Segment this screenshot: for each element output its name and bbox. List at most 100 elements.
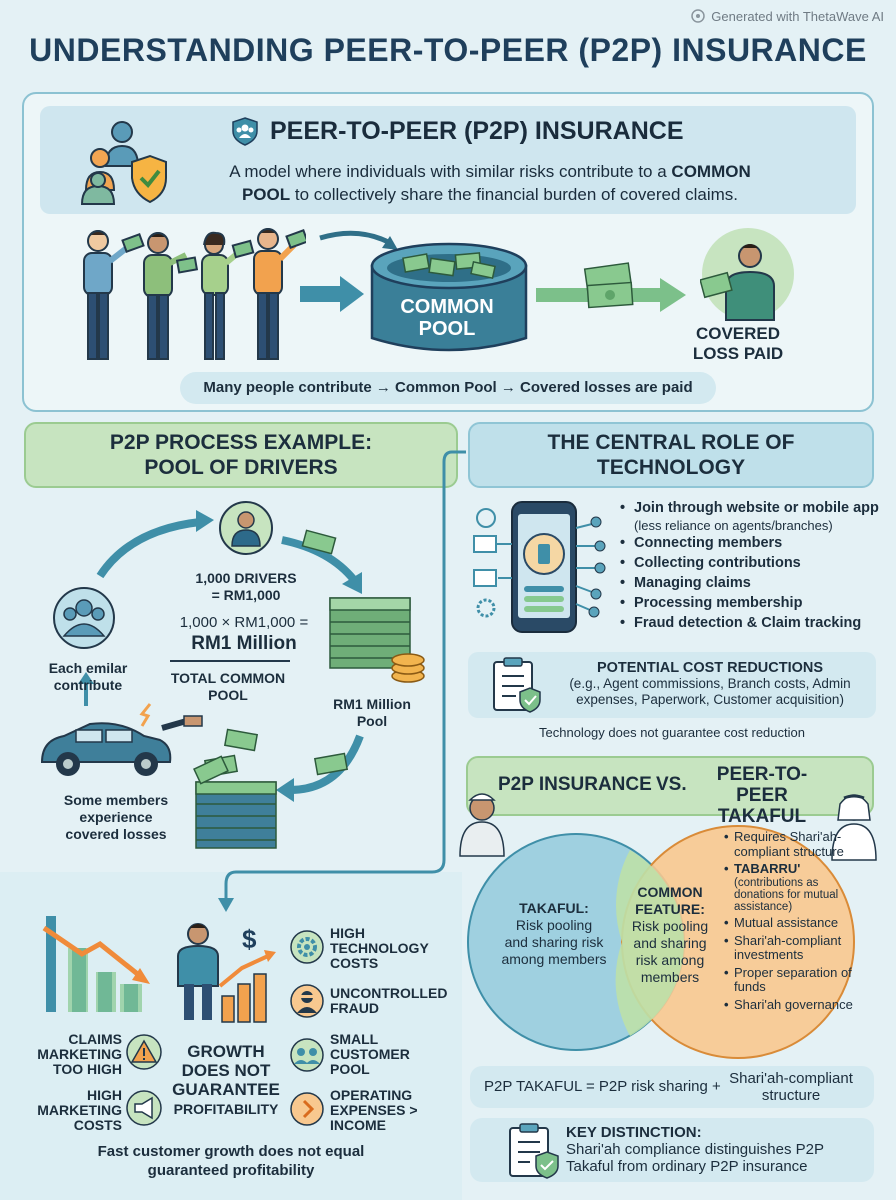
equation-left: P2P TAKAFUL = P2P risk sharing +: [484, 1078, 721, 1095]
process-heading: P2P PROCESS EXAMPLE: POOL OF DRIVERS: [24, 422, 458, 488]
tech-item-4: Processing membership: [634, 595, 803, 611]
definition-heading: PEER-TO-PEER (P2P) INSURANCE: [230, 116, 790, 146]
community-shield-icon: [80, 121, 167, 205]
takaful-feature: Shari'ah governance: [724, 997, 854, 1013]
group-shield-icon: [232, 117, 258, 146]
megaphone-icon: [126, 1090, 162, 1126]
each-contribute-label: Each emilar contribute: [38, 660, 138, 694]
tech-item: Connecting members: [620, 533, 890, 553]
cost-2: expenses, Paperwork, Customer acquisitio…: [576, 692, 844, 707]
pool-label-2: POOL: [418, 318, 476, 340]
tech-heading-2: TECHNOLOGY: [596, 456, 746, 479]
footer-1: Fast customer growth does not equal: [97, 1143, 365, 1160]
covered-1: COVERED: [695, 324, 781, 343]
small-1: SMALL: [330, 1031, 379, 1047]
tech-2: TECHNOLOGY: [330, 940, 429, 956]
contributors-illustration: [83, 228, 306, 360]
tech-heading-1: THE CENTRAL ROLE OF: [547, 431, 795, 454]
pool-label-1: COMMON: [400, 296, 494, 318]
million-value: RM1 Million: [191, 633, 297, 654]
expense-icon: [290, 1092, 324, 1126]
p2p-insurance-label: P2P INSURANCE: [498, 774, 652, 795]
watermark: Generated with ThetaWave AI: [690, 8, 884, 24]
definition-bold-common: COMMON: [671, 162, 751, 181]
takaful-feature: Mutual assistance: [724, 915, 854, 931]
tech-1: HIGH: [330, 925, 365, 941]
tech-item-5: Fraud detection & Claim tracking: [634, 615, 862, 631]
feature-2: Mutual assistance: [734, 915, 839, 930]
small-3: POOL: [330, 1061, 370, 1077]
process-cycle-illustration: [40, 501, 425, 849]
tech-note: Technology does not guarantee cost reduc…: [539, 725, 805, 740]
takaful-title: TAKAFUL:: [519, 900, 589, 916]
tech-3: COSTS: [330, 955, 379, 971]
growth-warning: GROWTH DOES NOT GUARANTEE PROFITABILITY: [170, 1042, 282, 1119]
mobile-network-icon: [473, 501, 606, 633]
feature-1-sub: (contributions as donations for mutual a…: [734, 876, 839, 913]
takaful-2: and sharing risk: [504, 934, 604, 950]
drivers-label: 1,000 DRIVERS = RM1,000: [166, 570, 326, 604]
claims-2: MARKETING: [37, 1046, 122, 1062]
some-3: covered losses: [65, 826, 167, 842]
common-3: Risk pooling: [631, 918, 709, 934]
opex-3: INCOME: [330, 1117, 386, 1133]
tech-item: Join through website or mobile app(less …: [620, 498, 890, 533]
common-6: members: [640, 969, 700, 985]
risk-technology: HIGH TECHNOLOGY COSTS: [330, 926, 450, 971]
footer-2: guaranteed profitability: [147, 1162, 315, 1179]
risk-opex: OPERATING EXPENSES > INCOME: [330, 1088, 450, 1133]
growth-3: GUARANTEE: [172, 1080, 280, 1099]
each-2: contribute: [53, 677, 123, 693]
mkt-3: COSTS: [73, 1117, 122, 1133]
page-title: UNDERSTANDING PEER-TO-PEER (P2P) INSURAN…: [29, 32, 867, 68]
cost-title: POTENTIAL COST REDUCTIONS: [596, 660, 824, 676]
key-2: Takaful from ordinary P2P insurance: [566, 1158, 808, 1175]
feature-4: Proper separation of funds: [734, 964, 852, 994]
takaful-feature: Shari'ah-compliant investments: [724, 932, 854, 963]
technology-heading: THE CENTRAL ROLE OF TECHNOLOGY: [468, 422, 874, 488]
clipboard-shield-icon: [509, 1123, 559, 1179]
svg-text:$: $: [242, 924, 257, 954]
tech-item: Fraud detection & Claim tracking: [620, 613, 890, 633]
process-heading-1: P2P PROCESS EXAMPLE:: [109, 431, 373, 454]
key-title: KEY DISTINCTION:: [566, 1124, 702, 1141]
tech-item: Processing membership: [620, 593, 890, 613]
total-1: TOTAL COMMON: [170, 670, 286, 686]
technology-list: Join through website or mobile app(less …: [620, 498, 890, 633]
money-stack-icon: [583, 262, 634, 309]
fraud-icon: [290, 984, 324, 1018]
process-heading-2: POOL OF DRIVERS: [144, 456, 338, 479]
covered-person-icon: [700, 228, 794, 321]
common-pool-icon: [370, 242, 528, 352]
drivers-1: 1,000 DRIVERS: [195, 570, 297, 586]
takaful-1: Risk pooling: [515, 917, 593, 933]
equation-box: [470, 1066, 874, 1108]
drivers-2: = RM1,000: [211, 587, 281, 603]
risk-footer: Fast customer growth does not equal guar…: [24, 1142, 438, 1180]
connector-line: [218, 450, 466, 912]
eq-right-2: structure: [761, 1087, 821, 1104]
million-pool-label: RM1 Million Pool: [322, 696, 422, 730]
common-feature-text: COMMON FEATURE: Risk pooling and sharing…: [622, 884, 718, 986]
growth-4: PROFITABILITY: [173, 1101, 279, 1117]
equation-right: Shari'ah-compliant structure: [716, 1070, 866, 1104]
definition-line2: to collectively share the financial burd…: [290, 185, 739, 204]
feature-3: Shari'ah-compliant investments: [734, 932, 842, 962]
definition-text: A model where individuals with similar r…: [180, 160, 800, 206]
common-4: and sharing: [633, 935, 707, 951]
definition-line1: A model where individuals with similar r…: [229, 162, 672, 181]
key-1: Shari'ah compliance distinguishes P2P: [566, 1141, 825, 1158]
claims-1: CLAIMS: [68, 1031, 122, 1047]
right-1: PEER-TO-PEER: [716, 764, 808, 806]
growth-2: DOES NOT: [181, 1061, 271, 1080]
cost-examples: (e.g., Agent commissions, Branch costs, …: [548, 676, 872, 708]
definition-bold-pool: POOL: [241, 185, 291, 204]
each-1: Each emilar: [48, 660, 128, 676]
calc-line: 1,000 × RM1,000 =: [179, 614, 309, 631]
fraud-1: UNCONTROLLED: [330, 985, 448, 1001]
small-group-icon: [290, 1038, 324, 1072]
risk-section-bg: [0, 872, 462, 1200]
watermark-text: Generated with ThetaWave AI: [711, 8, 884, 24]
cost-1: (e.g., Agent commissions, Branch costs, …: [569, 676, 851, 691]
takaful-features-list: Requires Shari'ah-compliant structure TA…: [724, 829, 854, 1015]
